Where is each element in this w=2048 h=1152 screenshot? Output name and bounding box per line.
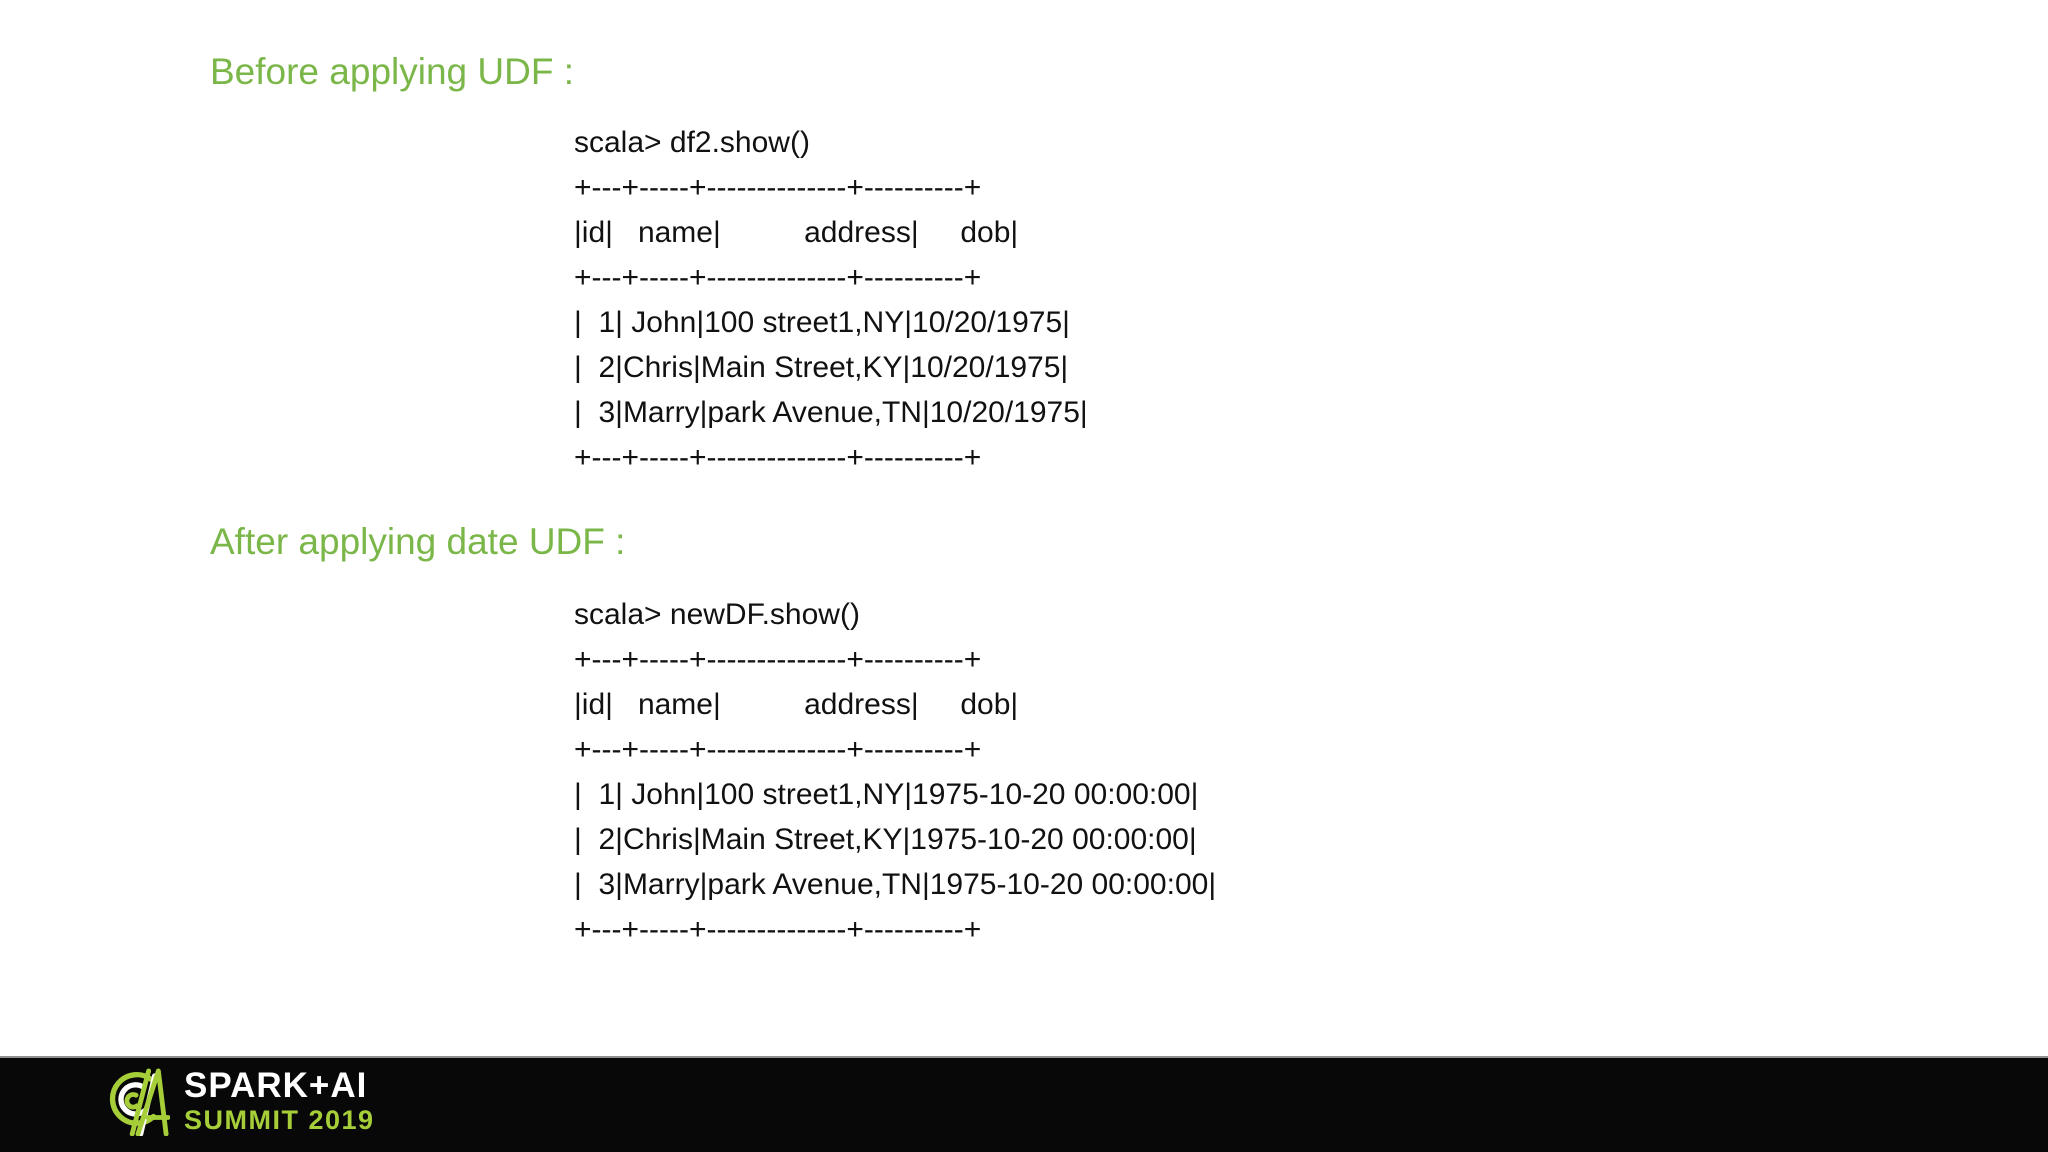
console-line: scala> newDF.show()	[574, 598, 860, 631]
console-output-after-udf: scala> newDF.show() +---+-----+----------…	[574, 592, 1216, 952]
console-line: | 2|Chris|Main Street,KY|1975-10-20 00:0…	[574, 823, 1197, 856]
console-line: |id| name| address| dob|	[574, 688, 1019, 721]
spark-ai-summit-logo: SPARK+AI SUMMIT 2019	[104, 1066, 375, 1136]
console-line: scala> df2.show()	[574, 126, 810, 159]
console-line: +---+-----+--------------+----------+	[574, 171, 982, 204]
console-line: +---+-----+--------------+----------+	[574, 733, 982, 766]
footer-bar: SPARK+AI SUMMIT 2019	[0, 1056, 2048, 1152]
logo-title: SPARK+AI	[184, 1065, 368, 1105]
console-line: | 3|Marry|park Avenue,TN|10/20/1975|	[574, 396, 1088, 429]
console-line: |id| name| address| dob|	[574, 216, 1019, 249]
console-line: | 2|Chris|Main Street,KY|10/20/1975|	[574, 351, 1069, 384]
console-line: +---+-----+--------------+----------+	[574, 913, 982, 946]
console-line: +---+-----+--------------+----------+	[574, 261, 982, 294]
spark-ai-summit-monogram-icon	[109, 1068, 170, 1136]
logo-text: SPARK+AI SUMMIT 2019	[184, 1065, 375, 1135]
console-line: | 3|Marry|park Avenue,TN|1975-10-20 00:0…	[574, 868, 1217, 901]
console-line: +---+-----+--------------+----------+	[574, 643, 982, 676]
heading-before-udf: Before applying UDF :	[210, 51, 575, 92]
heading-after-udf: After applying date UDF :	[210, 521, 626, 562]
console-output-before-udf: scala> df2.show() +---+-----+------------…	[574, 120, 1088, 480]
console-line: +---+-----+--------------+----------+	[574, 441, 982, 474]
logo-subtitle: SUMMIT 2019	[184, 1104, 375, 1135]
console-line: | 1| John|100 street1,NY|1975-10-20 00:0…	[574, 778, 1199, 811]
console-line: | 1| John|100 street1,NY|10/20/1975|	[574, 306, 1070, 339]
